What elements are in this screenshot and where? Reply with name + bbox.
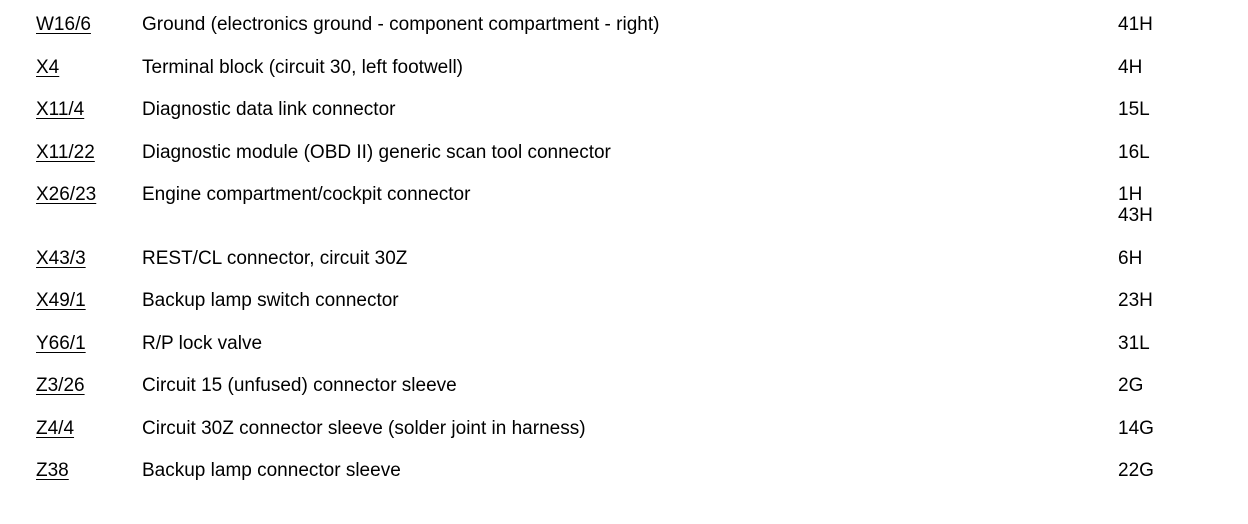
table-row: X11/22 Diagnostic module (OBD II) generic… bbox=[0, 142, 1248, 185]
table-row: X43/3 REST/CL connector, circuit 30Z 6H bbox=[0, 248, 1248, 291]
location-code: 1H bbox=[1118, 184, 1143, 205]
reference-link-w16-6[interactable]: W16/6 bbox=[36, 14, 91, 35]
reference-link-z38[interactable]: Z38 bbox=[36, 460, 69, 481]
reference-cell: Y66/1 bbox=[0, 333, 142, 354]
reference-cell: Z4/4 bbox=[0, 418, 142, 439]
table-row: W16/6 Ground (electronics ground - compon… bbox=[0, 14, 1248, 57]
description-cell: Diagnostic module (OBD II) generic scan … bbox=[142, 141, 611, 163]
table-row: Y66/1 R/P lock valve 31L bbox=[0, 333, 1248, 376]
table-row: Z38 Backup lamp connector sleeve 22G bbox=[0, 460, 1248, 503]
table-row: X49/1 Backup lamp switch connector 23H bbox=[0, 290, 1248, 333]
description-cell: Circuit 15 (unfused) connector sleeve bbox=[142, 375, 457, 396]
reference-link-x11-22[interactable]: X11/22 bbox=[36, 141, 95, 163]
location-code: 23H bbox=[1118, 290, 1153, 311]
reference-link-x11-4[interactable]: X11/4 bbox=[36, 99, 85, 120]
reference-cell: X49/1 bbox=[0, 290, 142, 311]
description-cell: Terminal block (circuit 30, left footwel… bbox=[142, 56, 463, 78]
reference-cell: X43/3 bbox=[0, 248, 142, 269]
description-cell: Backup lamp connector sleeve bbox=[142, 460, 401, 481]
reference-cell: X4 bbox=[0, 57, 142, 78]
table-row: X11/4 Diagnostic data link connector 15L bbox=[0, 99, 1248, 142]
reference-cell: X11/22 bbox=[0, 142, 142, 163]
location-code-cell: 6H bbox=[1118, 248, 1248, 269]
location-code-cell: 15L bbox=[1118, 99, 1248, 120]
location-code-cell: 31L bbox=[1118, 333, 1248, 354]
description-cell: Circuit 30Z connector sleeve (solder joi… bbox=[142, 417, 586, 439]
table-row: Z4/4 Circuit 30Z connector sleeve (solder… bbox=[0, 418, 1248, 461]
location-code-cell: 4H bbox=[1118, 57, 1248, 78]
reference-cell: X11/4 bbox=[0, 99, 142, 120]
location-code: 4H bbox=[1118, 56, 1143, 78]
reference-link-x4[interactable]: X4 bbox=[36, 56, 60, 78]
reference-link-z3-26[interactable]: Z3/26 bbox=[36, 375, 85, 396]
description-cell: R/P lock valve bbox=[142, 332, 263, 354]
location-code-cell: 23H bbox=[1118, 290, 1248, 311]
reference-link-x26-23[interactable]: X26/23 bbox=[36, 184, 97, 205]
reference-cell: Z38 bbox=[0, 460, 142, 481]
description-cell: Diagnostic data link connector bbox=[142, 99, 396, 120]
location-code: 31L bbox=[1118, 332, 1150, 354]
location-code: 22G bbox=[1118, 460, 1154, 481]
location-code: 41H bbox=[1118, 14, 1153, 35]
location-code-cell: 2G bbox=[1118, 375, 1248, 396]
location-code: 15L bbox=[1118, 99, 1150, 120]
location-code-cell: 16L bbox=[1118, 142, 1248, 163]
location-code: 2G bbox=[1118, 375, 1144, 396]
reference-link-z4-4[interactable]: Z4/4 bbox=[36, 417, 75, 439]
location-code: 14G bbox=[1118, 417, 1154, 439]
reference-link-y66-1[interactable]: Y66/1 bbox=[36, 332, 86, 354]
table-row: X4 Terminal block (circuit 30, left footw… bbox=[0, 57, 1248, 100]
reference-cell: W16/6 bbox=[0, 14, 142, 35]
location-code: 43H bbox=[1118, 205, 1153, 226]
location-code: 6H bbox=[1118, 247, 1143, 269]
location-code-cell: 22G bbox=[1118, 460, 1248, 481]
description-cell: REST/CL connector, circuit 30Z bbox=[142, 247, 408, 269]
reference-cell: X26/23 bbox=[0, 184, 142, 205]
location-code-cell: 14G bbox=[1118, 418, 1248, 439]
table-row: Z3/26 Circuit 15 (unfused) connector slee… bbox=[0, 375, 1248, 418]
reference-cell: Z3/26 bbox=[0, 375, 142, 396]
reference-link-x49-1[interactable]: X49/1 bbox=[36, 290, 86, 311]
description-cell: Backup lamp switch connector bbox=[142, 290, 399, 311]
description-cell: Ground (electronics ground - component c… bbox=[142, 14, 660, 35]
description-cell: Engine compartment/cockpit connector bbox=[142, 184, 471, 205]
location-code-cell: 41H bbox=[1118, 14, 1248, 35]
location-code: 16L bbox=[1118, 141, 1150, 163]
reference-link-x43-3[interactable]: X43/3 bbox=[36, 247, 86, 269]
table-row: X26/23 Engine compartment/cockpit connect… bbox=[0, 184, 1248, 248]
